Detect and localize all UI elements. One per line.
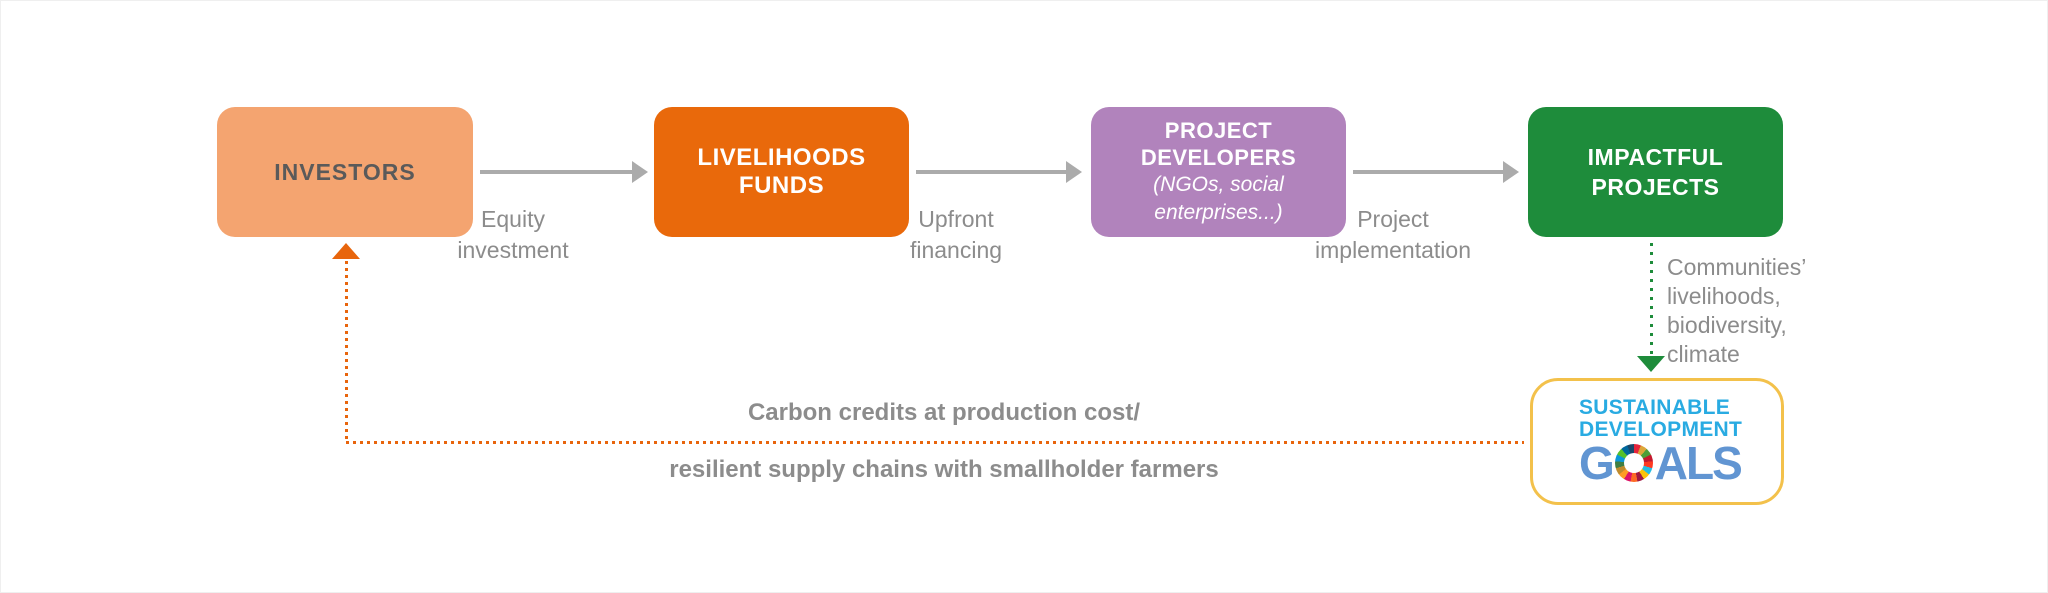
return-arrow-up-icon bbox=[332, 243, 360, 259]
outcome-label: Communities’ livelihoods, biodiversity, … bbox=[1667, 254, 1807, 367]
impactful-projects-box: IMPACTFUL PROJECTS bbox=[1528, 107, 1783, 237]
sdg-goals-als: ALS bbox=[1654, 437, 1743, 489]
project-developers-title-line1: PROJECT bbox=[1164, 118, 1273, 143]
sdg-logo: SUSTAINABLE DEVELOPMENT G ALS bbox=[1579, 396, 1743, 489]
livelihoods-funds-label: LIVELIHOODS FUNDS bbox=[697, 144, 866, 199]
project-developers-title-line2: DEVELOPERS bbox=[1140, 145, 1297, 170]
sdg-logo-line2: DEVELOPMENT bbox=[1579, 418, 1743, 441]
investors-box: INVESTORS bbox=[217, 107, 473, 237]
project-developers-box: PROJECT DEVELOPERS (NGOs, social enterpr… bbox=[1091, 107, 1346, 237]
impactful-projects-label-line1: IMPACTFUL bbox=[1587, 144, 1724, 170]
sdg-logo-line1: SUSTAINABLE bbox=[1579, 396, 1731, 419]
arrow-investors-to-funds bbox=[480, 170, 632, 174]
outcome-dotted-line bbox=[1650, 243, 1653, 355]
sdg-box: SUSTAINABLE DEVELOPMENT G ALS bbox=[1530, 378, 1784, 505]
livelihoods-funds-box: LIVELIHOODS FUNDS bbox=[654, 107, 909, 237]
equity-investment-label: Equity investment bbox=[457, 206, 569, 263]
arrow-funds-to-developers bbox=[916, 170, 1066, 174]
return-dotted-line-vertical bbox=[345, 261, 348, 443]
outcome-arrow-down-icon bbox=[1637, 356, 1665, 372]
return-label-line1: Carbon credits at production cost/ bbox=[747, 399, 1141, 426]
project-implementation-label: Project implementation bbox=[1315, 206, 1471, 263]
sdg-goals-wordmark: G ALS bbox=[1579, 437, 1743, 489]
arrow-developers-to-projects bbox=[1353, 170, 1503, 174]
sdg-color-wheel-icon bbox=[1614, 444, 1653, 482]
upfront-financing-label: Upfront financing bbox=[909, 206, 1003, 263]
arrow-developers-to-projects-head-icon bbox=[1503, 161, 1519, 183]
return-label-line2: resilient supply chains with smallholder… bbox=[669, 456, 1219, 483]
arrow-funds-to-developers-head-icon bbox=[1066, 161, 1082, 183]
project-developers-subtitle-line1: (NGOs, social bbox=[1153, 173, 1284, 196]
sdg-goals-g: G bbox=[1579, 437, 1615, 489]
investors-label: INVESTORS bbox=[274, 158, 416, 185]
project-developers-subtitle-line2: enterprises...) bbox=[1154, 201, 1283, 224]
impactful-projects-label-line2: PROJECTS bbox=[1591, 174, 1720, 200]
return-dotted-line-horizontal bbox=[346, 441, 1524, 444]
arrow-investors-to-funds-head-icon bbox=[632, 161, 648, 183]
